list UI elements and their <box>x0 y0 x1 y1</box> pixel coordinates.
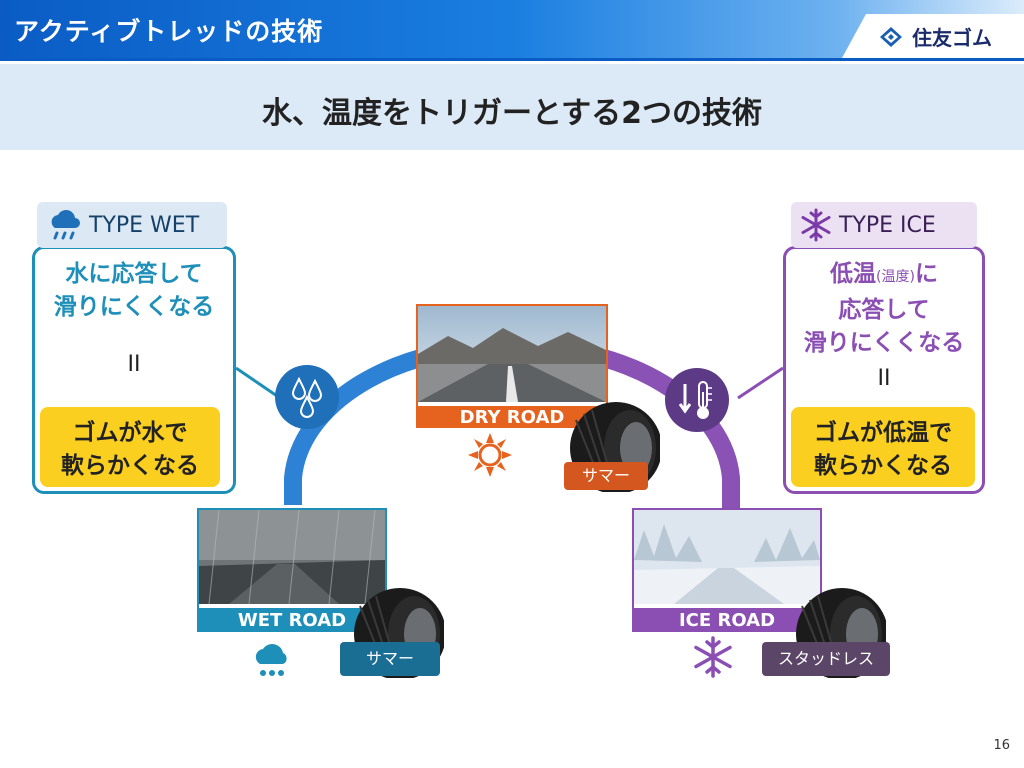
dry-road-photo: DRY ROAD <box>416 304 608 428</box>
ice-result-box: ゴムが低温で 軟らかくなる <box>791 407 975 487</box>
snowflake-icon <box>801 208 831 242</box>
type-ice-label: TYPE ICE <box>839 212 936 238</box>
wet-equals-sign: II <box>127 352 141 377</box>
type-wet-label: TYPE WET <box>89 212 200 238</box>
wet-response-text: 水に応答して 滑りにくくなる <box>32 258 236 324</box>
subtitle-band <box>0 64 1024 150</box>
rain-cloud-icon <box>255 644 287 676</box>
snowflake-icon <box>694 636 732 678</box>
wet-road-label: WET ROAD <box>199 608 385 630</box>
ice-connector-line <box>737 366 784 400</box>
ice-tire-label: スタッドレス <box>762 642 890 676</box>
wet-result-line: 軟らかくなる <box>61 453 199 479</box>
ice-result-line: ゴムが低温で <box>814 420 952 446</box>
dry-road-image <box>418 306 606 402</box>
wet-tire-label: サマー <box>340 642 440 676</box>
ice-response-text: 低温(温度)に 応答して 滑りにくくなる <box>783 258 985 360</box>
header-divider <box>0 58 1024 61</box>
ice-road-label: ICE ROAD <box>634 608 820 630</box>
ice-response-line: 低温(温度)に <box>783 258 985 294</box>
page-number: 16 <box>993 738 1010 753</box>
wet-result-box: ゴムが水で 軟らかくなる <box>40 407 220 487</box>
water-drops-icon <box>291 376 323 418</box>
type-ice-tag: TYPE ICE <box>791 202 977 248</box>
ice-response-small: (温度) <box>876 269 915 285</box>
ice-response-line: 滑りにくくなる <box>803 330 965 356</box>
ice-response-end: に <box>914 261 938 287</box>
wet-road-image <box>199 510 385 605</box>
ice-response-main: 低温 <box>830 261 877 287</box>
logo-plate <box>842 14 1024 58</box>
type-wet-tag: TYPE WET <box>37 202 227 248</box>
company-logo-icon <box>880 27 902 47</box>
logo-text: 住友ゴム <box>912 26 992 50</box>
wet-road-photo: WET ROAD <box>197 508 387 632</box>
dry-tire-label: サマー <box>564 462 648 490</box>
ice-road-photo: ICE ROAD <box>632 508 822 632</box>
wet-result-line: ゴムが水で <box>72 420 188 446</box>
ice-equals-sign: II <box>877 366 891 391</box>
thermo-circle <box>665 368 729 432</box>
wet-response-line: 滑りにくくなる <box>53 294 215 320</box>
wet-response-line: 水に応答して <box>65 261 203 287</box>
thermometer-down-icon <box>678 381 712 419</box>
ice-road-image <box>634 510 820 604</box>
slide-title: アクティブトレッドの技術 <box>14 17 324 46</box>
subtitle: 水、温度をトリガーとする2つの技術 <box>262 96 762 131</box>
ice-result-line: 軟らかくなる <box>814 453 952 479</box>
dry-road-label: DRY ROAD <box>418 406 606 426</box>
ice-response-line: 応答して <box>838 297 930 323</box>
wet-connector-line <box>235 366 281 400</box>
sun-icon <box>468 433 512 477</box>
rain-cloud-icon <box>51 210 80 240</box>
